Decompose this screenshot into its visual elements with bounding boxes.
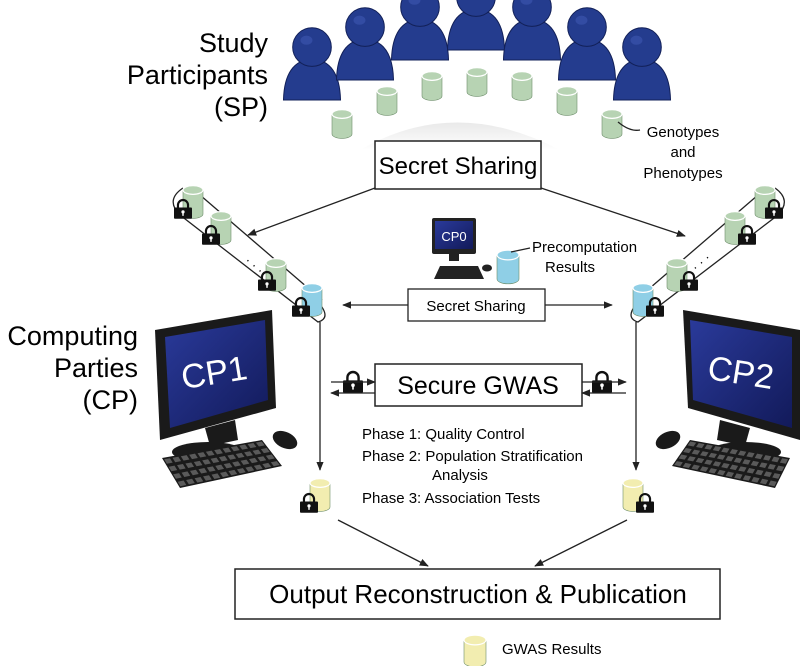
- cp1-keyboard: [162, 440, 282, 488]
- genotypes-label: Genotypes and Phenotypes: [643, 124, 722, 182]
- cp1-share-lock-3: [258, 270, 276, 291]
- cp1-share-lock-1: [174, 198, 192, 219]
- result-databases: [300, 478, 654, 513]
- participant-db-icon-6: [556, 85, 578, 116]
- cp2-computer: CP2: [655, 310, 800, 488]
- gwas-lock-left: [343, 370, 363, 393]
- arrow-cp2-to-output: [534, 519, 628, 567]
- precomp-pointer-line: [510, 247, 531, 253]
- participant-icon-3: [390, 0, 450, 61]
- cp0-precomp-db: [496, 249, 520, 285]
- participant-icon-4: [446, 0, 506, 51]
- cp1-computer: CP1: [155, 310, 298, 488]
- cp1-result-lock: [300, 492, 318, 513]
- participant-db-icon-5: [511, 70, 533, 101]
- svg-text:Phenotypes: Phenotypes: [643, 165, 722, 182]
- svg-text:Results: Results: [545, 259, 595, 276]
- svg-text:Genotypes: Genotypes: [647, 124, 720, 141]
- participant-icon-7: [612, 27, 672, 101]
- participant-group: [282, 0, 672, 101]
- ellipsis-right: · · ·: [688, 250, 713, 274]
- cp1-mouse: [272, 430, 298, 450]
- participant-db-icon-2: [376, 85, 398, 116]
- cp1-result-db: [309, 478, 331, 512]
- svg-text:Parties: Parties: [54, 353, 138, 383]
- participant-databases: [331, 66, 623, 139]
- output-label: Output Reconstruction & Publication: [269, 579, 687, 609]
- secure-gwas-label: Secure GWAS: [397, 372, 559, 400]
- participant-icon-5: [502, 0, 562, 61]
- participant-db-icon-3: [421, 70, 443, 101]
- computing-parties-label: Computing Parties (CP): [7, 321, 138, 415]
- cp0-keyboard: [434, 266, 484, 279]
- secret-sharing-mid-box: Secret Sharing: [407, 288, 546, 322]
- arrow-to-cp1-shares: [247, 187, 376, 236]
- cp1-share-db-1: [182, 185, 204, 219]
- participant-db-icon-7: [601, 108, 623, 139]
- phase-3: Phase 3: Association Tests: [362, 490, 540, 507]
- svg-text:and: and: [670, 144, 695, 161]
- svg-text:(CP): (CP): [83, 385, 139, 415]
- cp2-share-lock-3: [680, 270, 698, 291]
- legend: GWAS Results: [463, 634, 601, 668]
- cp2-result-lock: [636, 492, 654, 513]
- svg-text:Study: Study: [199, 28, 269, 58]
- secret-sharing-box-label: Secret Sharing: [379, 153, 538, 180]
- output-box: Output Reconstruction & Publication: [234, 568, 721, 620]
- cp0-screen-label: CP0: [441, 229, 466, 244]
- gwas-lock-right: [592, 370, 612, 393]
- arrow-cp1-to-output: [337, 519, 429, 567]
- cp2-mouse: [655, 430, 681, 450]
- participant-db-icon-1: [331, 108, 353, 139]
- secret-sharing-mid-label: Secret Sharing: [426, 298, 525, 315]
- phase-1: Phase 1: Quality Control: [362, 426, 525, 443]
- cp0-computer: CP0: [432, 218, 492, 279]
- phase-2-cont: Analysis: [432, 467, 488, 484]
- precomputation-label: Precomputation Results: [532, 239, 637, 276]
- arrow-to-cp2-shares: [540, 187, 686, 237]
- participant-icon-2: [335, 7, 395, 81]
- gwas-results-db-icon: [463, 634, 487, 668]
- share-databases: [174, 185, 783, 393]
- participant-db-icon-4: [466, 66, 488, 97]
- cp1-precomp-lock: [292, 296, 310, 317]
- cp0-mouse: [482, 264, 492, 272]
- cp2-share-lock-1: [765, 198, 783, 219]
- svg-text:Participants: Participants: [127, 60, 268, 90]
- gwas-results-label: GWAS Results: [502, 641, 601, 658]
- participant-icon-1: [282, 27, 342, 101]
- cp2-precomp-lock: [646, 296, 664, 317]
- cp1-share-lock-2: [202, 224, 220, 245]
- secure-gwas-box: Secure GWAS: [374, 363, 583, 407]
- svg-text:Precomputation: Precomputation: [532, 239, 637, 256]
- secret-sharing-box: Secret Sharing: [374, 140, 542, 190]
- svg-text:(SP): (SP): [214, 92, 268, 122]
- phase-2: Phase 2: Population Stratification: [362, 448, 583, 465]
- genotypes-pointer-line: [617, 121, 641, 131]
- svg-text:Computing: Computing: [7, 321, 138, 351]
- participant-icon-6: [557, 7, 617, 81]
- phase-list: Phase 1: Quality Control Phase 2: Popula…: [362, 426, 583, 507]
- participants-label: Study Participants (SP): [127, 28, 269, 122]
- cp2-keyboard: [672, 440, 790, 488]
- cp2-share-lock-2: [738, 224, 756, 245]
